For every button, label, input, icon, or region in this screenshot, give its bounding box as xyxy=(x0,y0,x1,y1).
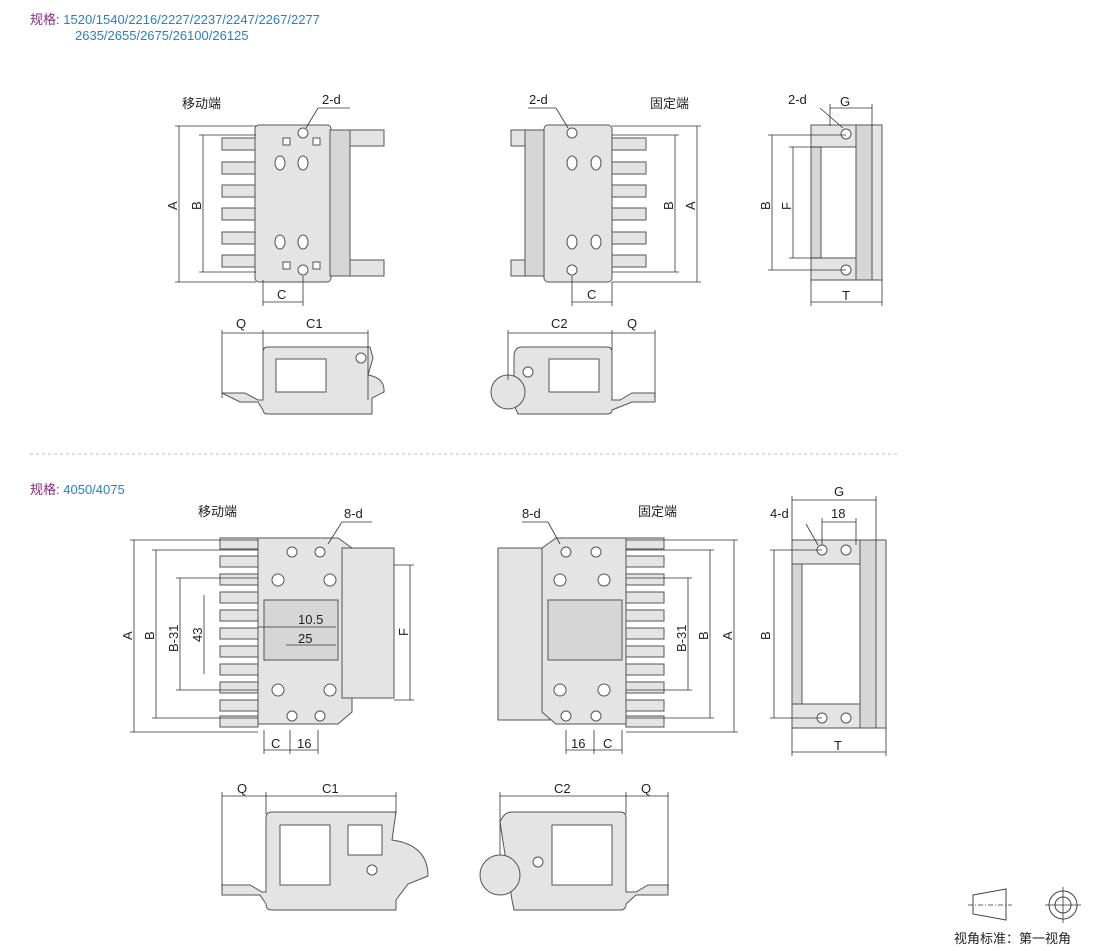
hole-label: 2-d xyxy=(529,92,548,107)
dim-A: A xyxy=(683,201,698,210)
dim-10-5: 10.5 xyxy=(298,612,323,627)
hole-label: 8-d xyxy=(522,506,541,521)
dim-Q: Q xyxy=(627,316,637,331)
spec-models-line2: 2635/2655/2675/26100/26125 xyxy=(75,28,249,43)
dim-C2: C2 xyxy=(554,781,571,796)
dim-F: F xyxy=(396,628,411,636)
dim-G: G xyxy=(840,94,850,109)
dim-Q: Q xyxy=(237,781,247,796)
dim-B-31: B-31 xyxy=(674,625,689,652)
fixed-end-profile-1 xyxy=(490,330,656,415)
dim-C1: C1 xyxy=(306,316,323,331)
dim-B: B xyxy=(696,631,711,640)
dim-18: 18 xyxy=(831,506,845,521)
dim-T: T xyxy=(842,288,850,303)
moving-end-profile-2 xyxy=(221,792,429,911)
fixed-end-profile-2 xyxy=(479,792,669,911)
fixed-end-front-view-2 xyxy=(497,521,738,754)
dim-B-31: B-31 xyxy=(166,625,181,652)
projection-standard-label: 视角标准：第一视角 xyxy=(954,931,1072,946)
dim-C: C xyxy=(271,736,280,751)
dim-C: C xyxy=(587,287,596,302)
fixed-end-label: 固定端 xyxy=(650,96,689,111)
dim-C: C xyxy=(277,287,286,302)
dim-A: A xyxy=(165,201,180,210)
dim-G: G xyxy=(834,484,844,499)
dim-A: A xyxy=(120,631,135,640)
first-angle-projection-icon xyxy=(968,887,1081,923)
spec-label: 规格: xyxy=(30,482,60,497)
dim-B: B xyxy=(758,631,773,640)
spec-models: 4050/4075 xyxy=(63,482,125,497)
dim-25: 25 xyxy=(298,631,312,646)
dim-B: B xyxy=(758,201,773,210)
moving-end-profile-1 xyxy=(221,330,385,415)
spec-models-line1: 1520/1540/2216/2227/2237/2247/2267/2277 xyxy=(63,12,320,27)
side-view-1 xyxy=(768,104,883,306)
hole-label: 2-d xyxy=(788,92,807,107)
dim-B: B xyxy=(142,631,157,640)
hole-label: 4-d xyxy=(770,506,789,521)
dim-43: 43 xyxy=(190,628,205,642)
dim-16: 16 xyxy=(571,736,585,751)
side-view-2 xyxy=(770,496,887,756)
hole-label: 8-d xyxy=(344,506,363,521)
dim-T: T xyxy=(834,738,842,753)
moving-end-front-view-1 xyxy=(175,107,385,306)
spec-block-2: 规格: 4050/4075 xyxy=(30,482,125,498)
dim-C: C xyxy=(603,736,612,751)
dim-F: F xyxy=(779,202,794,210)
spec-label: 规格: xyxy=(30,12,60,27)
moving-end-front-view-2 xyxy=(130,521,414,754)
fixed-end-front-view-1 xyxy=(510,107,701,306)
dim-B: B xyxy=(189,201,204,210)
dim-C1: C1 xyxy=(322,781,339,796)
fixed-end-label: 固定端 xyxy=(638,504,677,519)
spec-block-1: 规格: 1520/1540/2216/2227/2237/2247/2267/2… xyxy=(30,12,320,44)
dim-Q: Q xyxy=(641,781,651,796)
dim-B: B xyxy=(661,201,676,210)
dim-16: 16 xyxy=(297,736,311,751)
moving-end-label: 移动端 xyxy=(182,96,221,111)
dim-Q: Q xyxy=(236,316,246,331)
dim-C2: C2 xyxy=(551,316,568,331)
hole-label: 2-d xyxy=(322,92,341,107)
moving-end-label: 移动端 xyxy=(198,504,237,519)
dim-A: A xyxy=(720,631,735,640)
